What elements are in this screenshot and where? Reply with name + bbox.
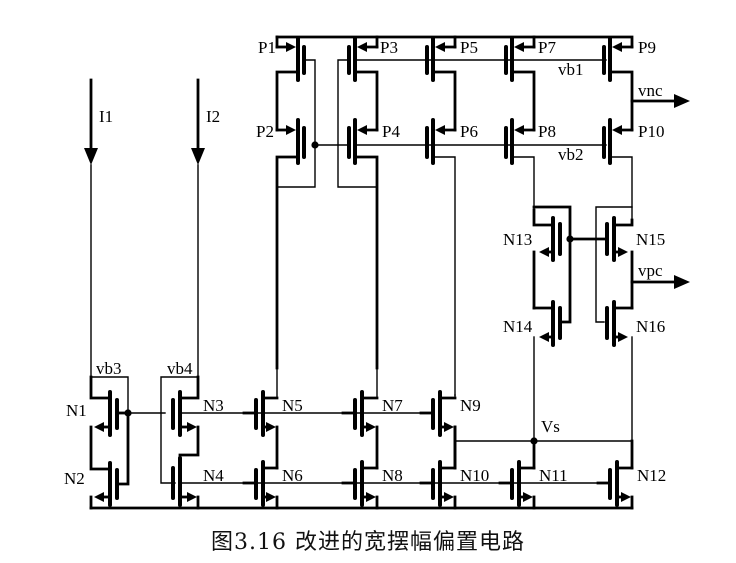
transistor-n1: N1 bbox=[66, 375, 130, 471]
transistor-n3: N3 bbox=[171, 375, 257, 457]
label-vpc: vpc bbox=[638, 261, 663, 280]
label-p5: P5 bbox=[460, 38, 478, 57]
label-n16: N16 bbox=[636, 317, 665, 336]
transistor-n14: N14 bbox=[503, 237, 572, 463]
label-p2: P2 bbox=[256, 122, 274, 141]
label-n8: N8 bbox=[382, 466, 403, 485]
transistor-n4: N4 bbox=[171, 456, 257, 510]
transistor-p2: P2 bbox=[256, 118, 316, 370]
label-n1: N1 bbox=[66, 401, 87, 420]
label-i1: I1 bbox=[99, 107, 113, 126]
transistor-p4: P4 bbox=[347, 118, 433, 370]
label-n14: N14 bbox=[503, 317, 533, 336]
transistor-n7: N7 bbox=[341, 367, 403, 470]
net-label-vb1: vb1 bbox=[558, 60, 584, 79]
label-p6: P6 bbox=[460, 122, 478, 141]
output-vpc: vpc bbox=[630, 261, 690, 289]
label-n2: N2 bbox=[64, 469, 85, 488]
transistor-p9: P9 bbox=[602, 36, 656, 132]
label-n11: N11 bbox=[539, 466, 568, 485]
label-p7: P7 bbox=[538, 38, 556, 57]
transistor-p8: P8 bbox=[504, 118, 607, 211]
transistor-p1: P1 bbox=[258, 36, 316, 146]
transistor-p10: P10 bbox=[602, 118, 664, 221]
output-arrow-icon bbox=[674, 275, 690, 289]
current-source-i2: I2 bbox=[191, 78, 220, 378]
label-n4: N4 bbox=[203, 466, 224, 485]
transistor-n13: N13 bbox=[503, 205, 572, 310]
label-n15: N15 bbox=[636, 230, 665, 249]
label-n6: N6 bbox=[282, 466, 303, 485]
vdd-rail bbox=[275, 35, 634, 49]
label-vnc: vnc bbox=[638, 81, 663, 100]
down-arrow-icon bbox=[84, 148, 98, 165]
transistor-p3: P3 bbox=[337, 36, 433, 188]
current-source-i1: I1 bbox=[84, 78, 113, 378]
transistor-n9: N9 bbox=[419, 390, 481, 470]
label-p4: P4 bbox=[382, 122, 400, 141]
label-n9: N9 bbox=[460, 396, 481, 415]
transistor-p6: P6 bbox=[425, 118, 511, 396]
transistor-p7: P7 bbox=[504, 36, 607, 132]
transistor-n5: N5 bbox=[242, 367, 303, 470]
net-label-vb2: vb2 bbox=[558, 145, 584, 164]
label-p1: P1 bbox=[258, 38, 276, 57]
net-label-vb4: vb4 bbox=[167, 359, 193, 378]
junction-dot bbox=[530, 437, 538, 445]
transistor-n10: N10 bbox=[419, 425, 489, 510]
transistor-n2: N2 bbox=[64, 411, 130, 510]
figure-caption: 图3.16 改进的宽摆幅偏置电路 bbox=[211, 530, 525, 555]
transistor-p5: P5 bbox=[425, 36, 511, 132]
transistor-n16: N16 bbox=[605, 300, 665, 463]
transistor-n6: N6 bbox=[242, 460, 303, 510]
transistor-n8: N8 bbox=[341, 460, 403, 510]
output-arrow-icon bbox=[674, 94, 690, 108]
label-n7: N7 bbox=[382, 396, 403, 415]
transistor-n15: N15 bbox=[595, 206, 665, 323]
label-n10: N10 bbox=[460, 466, 489, 485]
net-label-vs: Vs bbox=[541, 417, 560, 436]
down-arrow-icon bbox=[191, 148, 205, 165]
label-n13: N13 bbox=[503, 230, 532, 249]
label-p9: P9 bbox=[638, 38, 656, 57]
transistor-n12: N12 bbox=[596, 439, 666, 510]
output-vnc: vnc bbox=[630, 81, 690, 108]
label-n12: N12 bbox=[637, 466, 666, 485]
label-p8: P8 bbox=[538, 122, 556, 141]
label-p10: P10 bbox=[638, 122, 664, 141]
label-i2: I2 bbox=[206, 107, 220, 126]
label-p3: P3 bbox=[380, 38, 398, 57]
transistor-n11: N11 bbox=[498, 439, 568, 510]
label-n5: N5 bbox=[282, 396, 303, 415]
net-label-vb3: vb3 bbox=[96, 359, 122, 378]
label-n3: N3 bbox=[203, 396, 224, 415]
